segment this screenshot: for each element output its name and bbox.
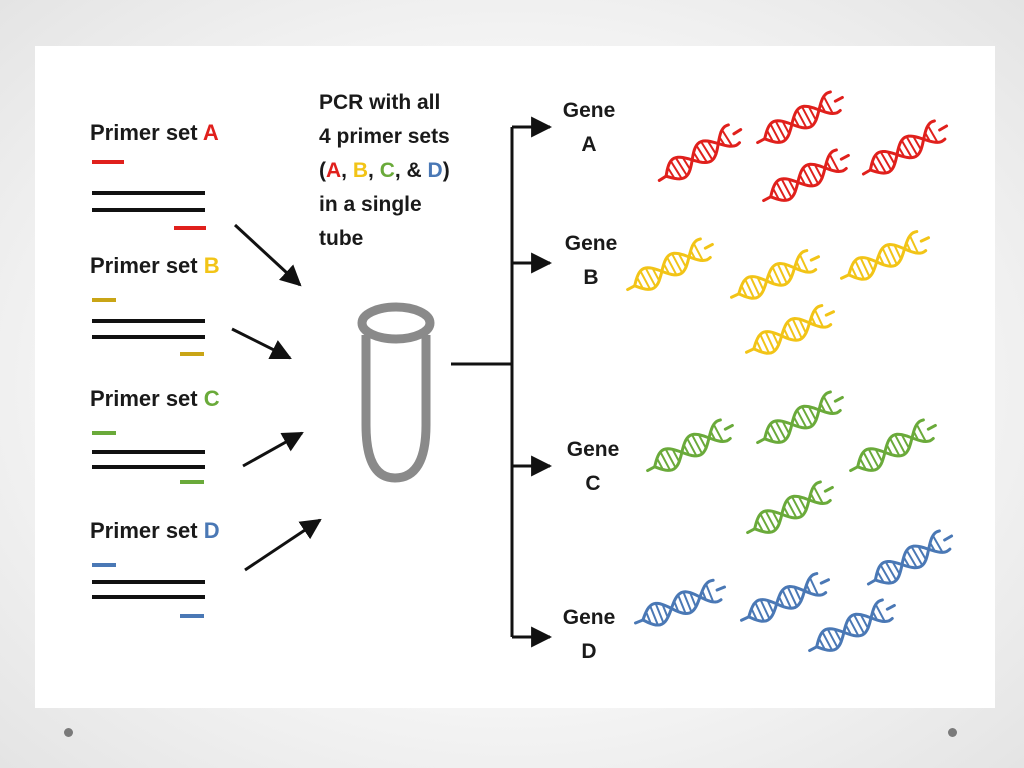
dna-helix-icon [762, 148, 850, 203]
dna-helix-icon [756, 390, 844, 445]
template-strand-d-bottom [92, 595, 205, 599]
pcr-line-4: in a single [319, 193, 422, 216]
dna-helix-icon [746, 480, 834, 535]
primer-set-a-label: Primer set A [90, 120, 219, 145]
template-strand-d-top [92, 580, 205, 584]
dna-helix-icon [744, 304, 836, 355]
primer-set-b-label: Primer set B [90, 253, 220, 278]
primer-c-reverse [180, 480, 204, 484]
dna-helix-icon [861, 119, 949, 176]
primer-set-d-label: Primer set D [90, 518, 220, 543]
primer-b-reverse [180, 352, 204, 356]
dna-helix-icon [756, 90, 844, 145]
primer-c-forward [92, 431, 116, 435]
pcr-line-2: 4 primer sets [319, 125, 450, 148]
pcr-tube-icon [357, 302, 435, 483]
arrow-icon [231, 327, 292, 360]
gene-branch-arrows [451, 116, 553, 648]
dna-helix-icon [633, 578, 727, 627]
template-strand-a-top [92, 191, 205, 195]
template-strand-b-top [92, 319, 205, 323]
dna-helix-icon [808, 598, 896, 653]
pcr-line-1: PCR with all [319, 91, 441, 114]
primer-a-forward [92, 160, 124, 164]
dna-helix-icon [739, 572, 831, 623]
primer-a-reverse [174, 226, 206, 230]
dna-helix-icon [626, 237, 714, 292]
primer-set-c-label: Primer set C [90, 386, 220, 411]
template-strand-c-top [92, 450, 205, 454]
dna-helix-icon [646, 418, 734, 473]
primer-b-forward [92, 298, 116, 302]
slide-dot-left [64, 728, 73, 737]
template-strand-c-bottom [92, 465, 205, 469]
pcr-line-5: tube [319, 227, 364, 250]
arrow-icon [244, 518, 322, 572]
dna-helix-icon [839, 230, 931, 281]
pcr-line-3: (A, B, C, & D) [319, 159, 450, 182]
template-strand-a-bottom [92, 208, 205, 212]
template-strand-b-bottom [92, 335, 205, 339]
arrow-icon [242, 431, 304, 468]
dna-helix-icon [849, 418, 937, 473]
pcr-description: PCR with all 4 primer sets (A, B, C, & D… [319, 86, 519, 256]
slide-dot-right [948, 728, 957, 737]
dna-helix-icon [657, 123, 743, 182]
dna-helix-icon [866, 529, 954, 586]
arrow-icon [233, 223, 302, 287]
dna-helix-icon [729, 249, 821, 300]
primer-d-reverse [180, 614, 204, 618]
primer-d-forward [92, 563, 116, 567]
